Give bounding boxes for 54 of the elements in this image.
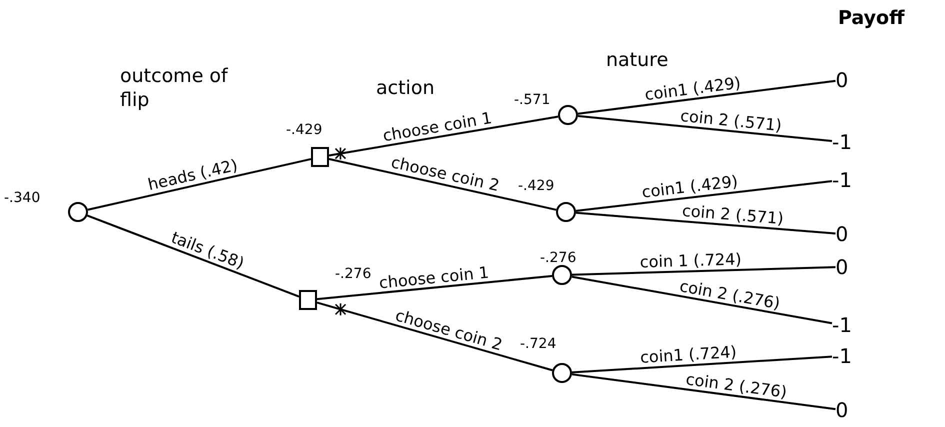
branch-line	[328, 158, 556, 211]
branch-line	[576, 180, 832, 212]
payoff-value: -1	[832, 130, 852, 154]
payoff-value: -1	[832, 313, 852, 337]
edge-label: coin 2 (.276)	[678, 276, 782, 314]
branch-line	[572, 266, 836, 276]
decision-node	[299, 290, 317, 310]
branch-line	[576, 212, 836, 234]
column-heading: outcome of flip	[120, 64, 229, 112]
edge-label: coin 2 (.571)	[681, 202, 784, 230]
chance-node	[552, 265, 572, 285]
edge-label: choose coin 2	[394, 306, 505, 355]
edge-label: choose coin 1	[378, 263, 490, 293]
expected-value: -.276	[540, 250, 576, 266]
edge-label: coin 1 (.724)	[639, 250, 742, 273]
branch-line	[316, 274, 552, 300]
branch-line	[328, 116, 558, 156]
chance-node	[558, 105, 578, 125]
branch-line	[572, 373, 836, 410]
payoff-value: 0	[836, 68, 848, 92]
payoff-value: -1	[832, 168, 852, 192]
expected-value: -.340	[4, 190, 40, 206]
column-heading: nature	[606, 48, 668, 72]
edge-label: tails (.58)	[168, 228, 246, 274]
branch-line	[572, 276, 832, 324]
payoff-value: -1	[832, 344, 852, 368]
payoff-value: 0	[836, 222, 848, 246]
edge-label: coin1 (.429)	[644, 74, 742, 106]
chance-node	[68, 202, 88, 222]
branch-line	[572, 356, 832, 374]
payoff-value: 0	[836, 398, 848, 422]
branch-line	[88, 158, 312, 211]
expected-value: -.276	[335, 266, 372, 282]
edge-label: heads (.42)	[146, 156, 240, 196]
branch-line	[86, 214, 300, 298]
branch-line	[578, 80, 836, 115]
decision-node	[311, 147, 329, 167]
edge-label: coin1 (.724)	[640, 343, 738, 368]
edge-label: coin 2 (.571)	[680, 107, 783, 136]
column-heading: action	[376, 76, 434, 100]
expected-value: -.571	[514, 92, 550, 108]
expected-value: -.429	[286, 122, 322, 138]
edge-label: coin 2 (.276)	[684, 370, 788, 403]
branch-line	[316, 302, 553, 372]
expected-value: -.429	[518, 178, 554, 194]
edge-label: choose coin 1	[381, 108, 494, 146]
column-heading: Payoff	[838, 6, 904, 30]
payoff-value: 0	[836, 255, 848, 279]
edge-label: choose coin 2	[388, 154, 501, 196]
branch-line	[578, 114, 832, 142]
chance-node	[552, 363, 572, 383]
expected-value: -.724	[520, 336, 556, 352]
chance-node	[556, 202, 576, 222]
edge-label: coin1 (.429)	[641, 173, 740, 204]
